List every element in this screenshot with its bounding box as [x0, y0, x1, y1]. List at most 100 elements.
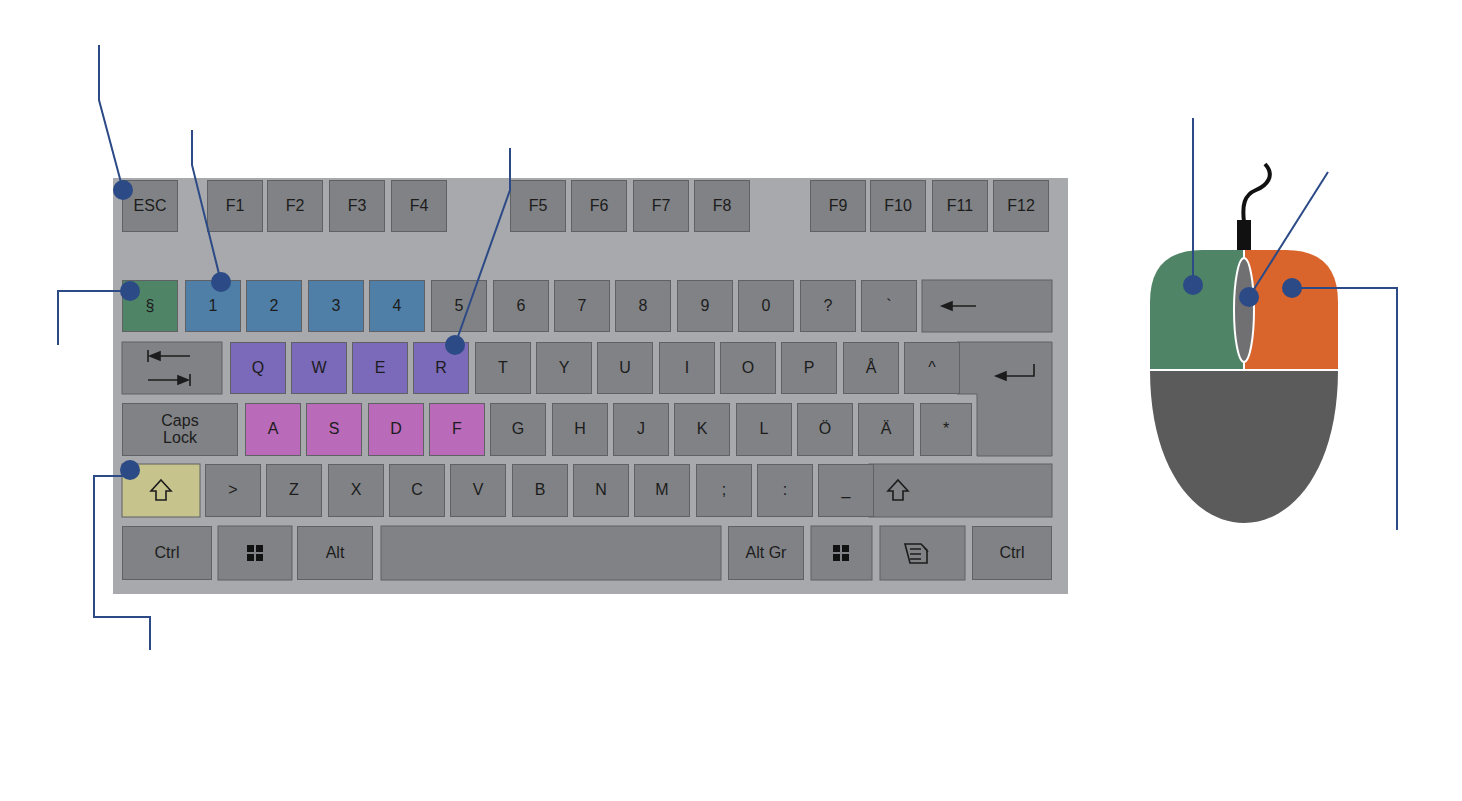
key-label: F1	[226, 198, 245, 215]
key-cap: F10	[870, 180, 926, 232]
key-label: F12	[1007, 198, 1035, 215]
callout-dot	[1239, 287, 1259, 307]
key-label: W	[311, 360, 326, 377]
key-cap: Ö	[797, 403, 853, 456]
leader-line	[1249, 172, 1328, 297]
key-label: J	[637, 421, 645, 438]
callout-dot	[445, 335, 465, 355]
symbol-key	[880, 526, 965, 580]
key-label: >	[228, 482, 237, 499]
key-label: 4	[393, 298, 402, 315]
keyboard-base	[113, 178, 1068, 594]
key-label: F3	[348, 198, 367, 215]
key-cap: K	[674, 403, 730, 456]
windows-logo	[842, 554, 849, 561]
windows-logo	[833, 545, 840, 552]
key-cap: R	[413, 342, 469, 394]
key-label: 2	[270, 298, 279, 315]
key-cap: E	[352, 342, 408, 394]
key-label: F9	[829, 198, 848, 215]
key-cap: S	[306, 403, 362, 456]
key-symbol	[996, 372, 1006, 380]
key-label: 5	[455, 298, 464, 315]
key-cap: U	[597, 342, 653, 394]
key-cap: Ä	[858, 403, 914, 456]
callout-dot	[1183, 275, 1203, 295]
keyboard-base	[113, 178, 1068, 594]
symbol-key	[922, 280, 1052, 332]
key-cap: §	[122, 280, 178, 332]
symbol-key	[122, 342, 222, 394]
symbol-key	[811, 526, 872, 580]
key-cap: M	[634, 464, 690, 517]
key-label: E	[375, 360, 386, 377]
key-cap: F1	[207, 180, 263, 232]
mouse	[1243, 164, 1269, 222]
key-label: ESC	[134, 198, 167, 215]
key-label: 1	[209, 298, 218, 315]
key-label: F	[452, 421, 462, 438]
windows-logo	[247, 545, 849, 561]
key-label: Caps Lock	[156, 413, 204, 447]
key-cap: Å	[843, 342, 899, 394]
key-cap: Y	[536, 342, 592, 394]
leader-line	[455, 148, 510, 345]
key-cap: *	[920, 403, 972, 456]
key-label: M	[655, 482, 668, 499]
symbol-key	[122, 280, 1052, 580]
key-cap: Z	[266, 464, 322, 517]
callout-dot	[1282, 278, 1302, 298]
key-label: Q	[252, 360, 264, 377]
mouse	[1237, 220, 1251, 250]
leader-line	[58, 45, 1397, 650]
mouse	[1150, 164, 1338, 523]
key-label: B	[535, 482, 546, 499]
key-label: I	[685, 360, 689, 377]
key-cap: Q	[230, 342, 286, 394]
symbol-key	[381, 526, 721, 580]
windows-logo	[842, 545, 849, 552]
key-label: _	[842, 482, 851, 499]
key-label: F10	[884, 198, 912, 215]
key-symbol	[148, 302, 1034, 563]
key-label: Ctrl	[1000, 545, 1025, 562]
key-label: U	[619, 360, 631, 377]
key-cap: F3	[329, 180, 385, 232]
key-label: F11	[947, 198, 973, 215]
key-cap: 1	[185, 280, 241, 332]
key-label: F7	[652, 198, 671, 215]
key-label: O	[742, 360, 754, 377]
key-label: Ä	[881, 421, 892, 438]
key-label: D	[390, 421, 402, 438]
key-label: Z	[289, 482, 299, 499]
mouse	[1150, 250, 1244, 370]
key-cap: F9	[810, 180, 866, 232]
key-cap: G	[490, 403, 546, 456]
key-label: R	[435, 360, 447, 377]
mouse	[1150, 250, 1338, 523]
key-cap: Alt	[297, 526, 373, 580]
key-cap: F11	[932, 180, 988, 232]
key-label: F6	[590, 198, 609, 215]
key-label: C	[411, 482, 423, 499]
key-label: Y	[559, 360, 570, 377]
key-label: 3	[332, 298, 341, 315]
leader-line	[99, 45, 123, 190]
key-cap: 9	[677, 280, 733, 332]
key-label: K	[697, 421, 708, 438]
key-cap: F12	[993, 180, 1049, 232]
key-cap: F7	[633, 180, 689, 232]
key-cap: ^	[904, 342, 960, 394]
key-cap: C	[389, 464, 445, 517]
key-label: S	[329, 421, 340, 438]
key-cap: I	[659, 342, 715, 394]
key-label: *	[943, 421, 949, 438]
symbol-key	[218, 526, 292, 580]
key-cap: ;	[696, 464, 752, 517]
key-label: §	[146, 298, 155, 315]
key-cap: V	[450, 464, 506, 517]
windows-logo	[247, 545, 254, 552]
key-label: V	[473, 482, 484, 499]
